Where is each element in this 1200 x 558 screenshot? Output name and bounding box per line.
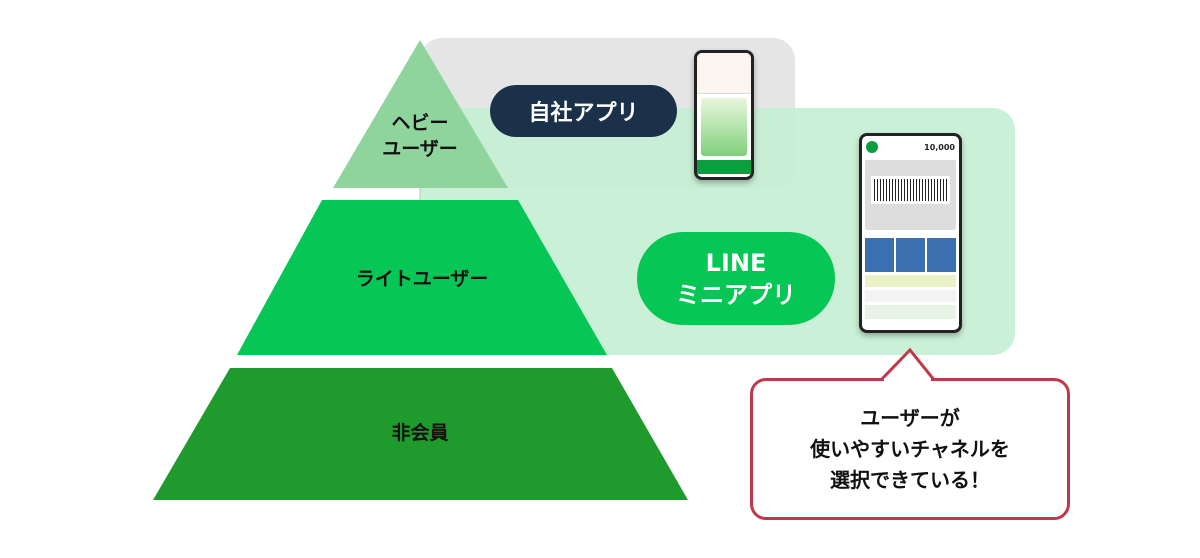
own-app-phone-screenshot: [694, 50, 754, 180]
light-user-tier: [237, 200, 607, 355]
line-mini-app-pill: LINE ミニアプリ: [637, 232, 835, 325]
heavy-user-tier: [333, 40, 508, 188]
tier-label-non-member: 非会員: [391, 422, 449, 444]
callout-line2: 使いやすいチャネルを: [810, 436, 1010, 461]
heavy-label-line1: ヘビー: [391, 112, 449, 134]
line-mini-app-phone-screenshot: 10,000: [859, 133, 962, 333]
barcode: [871, 176, 950, 204]
tier-label-heavy: ヘビー ユーザー: [370, 110, 470, 162]
line-label-line1: LINE: [705, 248, 767, 277]
points-value: 10,000: [924, 142, 955, 152]
line-label-line2: ミニアプリ: [676, 280, 796, 309]
own-app-pill: 自社アプリ: [490, 85, 677, 137]
tier-label-light: ライトユーザー: [355, 268, 489, 290]
heavy-label-line2: ユーザー: [382, 138, 458, 160]
callout-line1: ユーザーが: [860, 405, 960, 430]
logo-icon: [866, 141, 878, 153]
own-app-label: 自社アプリ: [528, 101, 639, 126]
callout-line3: 選択できている！: [830, 467, 990, 492]
callout-bubble: ユーザーが 使いやすいチャネルを 選択できている！: [750, 378, 1070, 520]
non-member-tier: [153, 368, 688, 500]
